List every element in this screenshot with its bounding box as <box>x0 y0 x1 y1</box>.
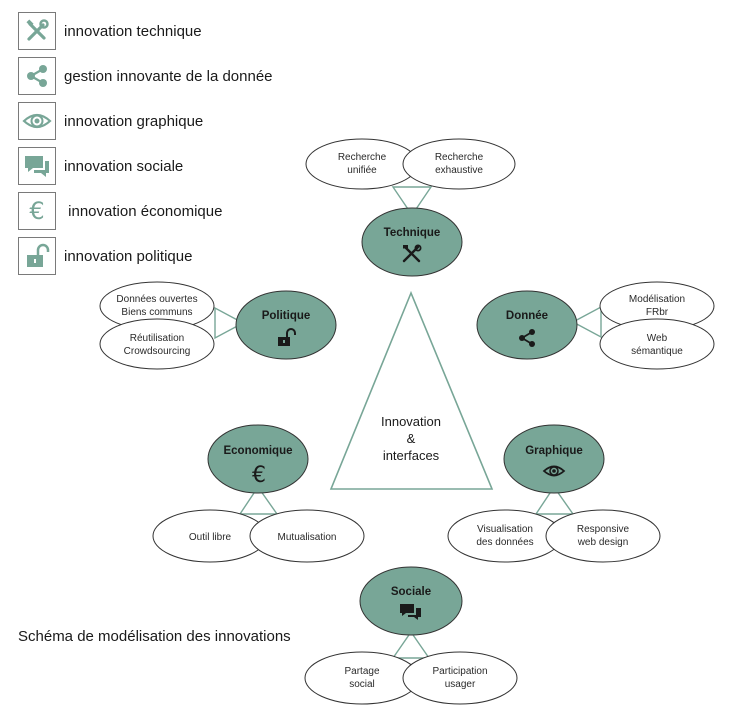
leaf-reutilisation: Réutilisation Crowdsourcing <box>99 318 215 370</box>
chat-icon <box>400 604 421 620</box>
leaf-line: Partage <box>344 666 379 677</box>
leaf-partage-social: Partage social <box>304 651 420 705</box>
center-label-line3: interfaces <box>383 448 440 463</box>
node-title: Politique <box>262 310 311 322</box>
leaf-outil-libre: Outil libre <box>152 509 268 563</box>
connector-triangle-graphique <box>534 485 575 515</box>
leaf-line: Recherche <box>338 152 387 163</box>
svg-text:€: € <box>252 463 266 488</box>
center-label-line2: & <box>407 431 416 446</box>
leaf-recherche-exhaustive: Recherche exhaustive <box>402 138 516 190</box>
legend-row-graphique: innovation graphique <box>18 101 203 141</box>
legend-label: innovation sociale <box>64 157 184 175</box>
center-label-line1: Innovation <box>381 414 441 429</box>
leaf-line: Responsive <box>577 524 630 535</box>
unlock-icon <box>18 237 56 275</box>
leaf-line: exhaustive <box>435 165 483 176</box>
leaf-line: Outil libre <box>189 532 232 543</box>
leaf-recherche-unifiee: Recherche unifiée <box>305 138 419 190</box>
node-graphique: Graphique <box>503 424 605 494</box>
svg-text:€: € <box>29 197 44 225</box>
leaf-line: Crowdsourcing <box>124 346 191 357</box>
leaf-line: social <box>349 679 375 690</box>
legend-row-economique: € innovation économique <box>18 191 222 231</box>
node-title: Technique <box>384 227 441 239</box>
leaf-line: Visualisation <box>477 524 533 535</box>
node-title: Economique <box>223 445 292 457</box>
legend-label: innovation politique <box>64 247 193 265</box>
node-technique: Technique <box>361 207 463 277</box>
leaf-web-semantique: Web sémantique <box>599 318 715 370</box>
connector-triangle-sociale <box>391 630 431 659</box>
node-title: Donnée <box>506 310 548 322</box>
leaf-line: web design <box>577 537 629 548</box>
share-icon <box>519 329 535 347</box>
leaf-line: usager <box>445 679 476 690</box>
leaf-line: Participation <box>432 666 487 677</box>
diagram-caption: Schéma de modélisation des innovations <box>18 628 291 645</box>
node-title: Graphique <box>525 445 583 457</box>
leaf-line: Données ouvertes <box>116 294 197 305</box>
connector-triangle-economique <box>238 485 279 515</box>
leaf-line: Biens communs <box>121 307 192 318</box>
leaf-line: des données <box>476 537 533 548</box>
central-triangle <box>329 290 494 490</box>
tools-icon <box>18 12 56 50</box>
eye-icon <box>542 465 566 477</box>
leaf-participation: Participation usager <box>402 651 518 705</box>
leaf-responsive: Responsive web design <box>545 509 661 563</box>
connector-triangle-donnee <box>571 305 602 339</box>
legend-label: gestion innovante de la donnée <box>64 67 273 85</box>
legend-row-politique: innovation politique <box>18 236 192 276</box>
leaf-line: Réutilisation <box>130 333 184 344</box>
leaf-line: Modélisation <box>629 294 685 305</box>
leaf-mutualisation: Mutualisation <box>249 509 365 563</box>
leaf-line: unifiée <box>347 165 377 176</box>
node-title: Sociale <box>391 586 431 598</box>
legend-label: innovation graphique <box>64 112 204 130</box>
leaf-line: Web <box>647 333 668 344</box>
share-icon <box>18 57 56 95</box>
connector-triangle-technique <box>391 186 433 217</box>
euro-icon: € <box>18 192 56 230</box>
node-politique: Politique <box>235 290 337 360</box>
leaf-line: Mutualisation <box>278 532 337 543</box>
node-sociale: Sociale <box>359 566 463 636</box>
node-economique: Economique € <box>207 424 309 494</box>
eye-icon <box>18 102 56 140</box>
leaf-donnees-ouvertes: Données ouvertes Biens communs <box>99 281 215 331</box>
legend-label: innovation économique <box>64 202 223 220</box>
leaf-line: FRbr <box>646 307 669 318</box>
unlock-icon <box>278 328 296 346</box>
euro-icon: € <box>252 463 266 488</box>
leaf-visualisation: Visualisation des données <box>447 509 563 563</box>
leaf-line: Recherche <box>435 152 484 163</box>
legend-label: innovation technique <box>64 22 202 40</box>
chat-icon <box>18 147 56 185</box>
legend-row-sociale: innovation sociale <box>18 146 183 186</box>
legend-row-technique: innovation technique <box>18 11 202 51</box>
connector-triangle-politique <box>214 306 245 340</box>
leaf-line: sémantique <box>631 346 683 357</box>
legend-row-donnee: gestion innovante de la donnée <box>18 56 273 96</box>
tools-icon <box>402 244 422 263</box>
node-donnee: Donnée <box>476 290 578 360</box>
